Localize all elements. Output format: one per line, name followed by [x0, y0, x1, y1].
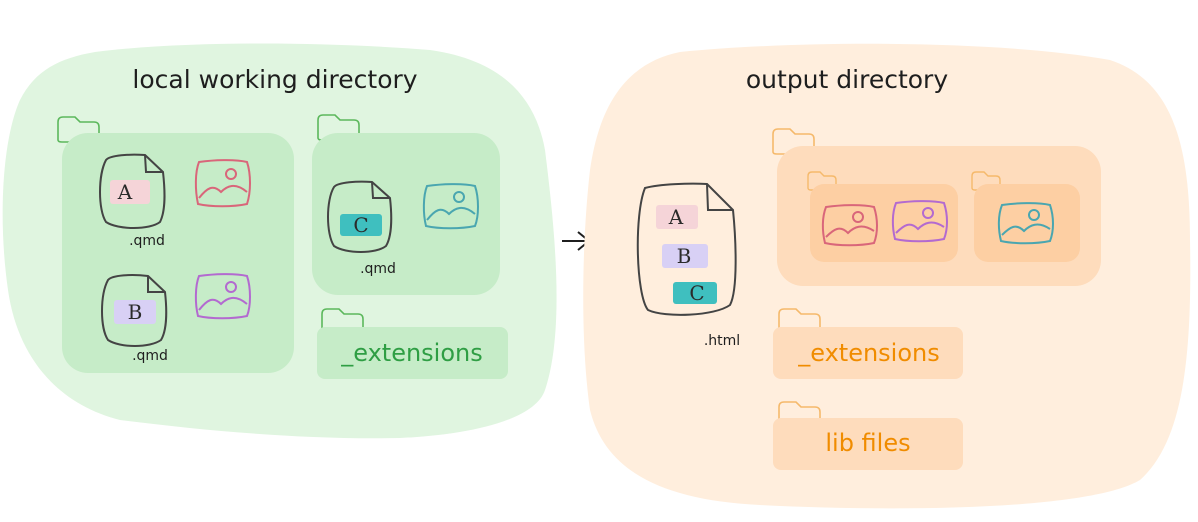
- output-directory-title: output directory: [746, 65, 948, 94]
- letter-box-a: [656, 205, 698, 229]
- inner-folder-panel: [810, 184, 958, 262]
- lib-files-label: lib files: [825, 429, 910, 457]
- image-icon: [891, 200, 948, 243]
- letter-a: A: [117, 180, 133, 204]
- letter-box-c: [340, 214, 382, 236]
- extensions-label: _extensions: [797, 339, 940, 367]
- letter-b: B: [677, 244, 692, 268]
- qmd-file-b: B: [101, 274, 168, 347]
- image-icon: [821, 204, 878, 247]
- letter-box-a: [110, 180, 150, 204]
- letter-b: B: [128, 300, 143, 324]
- letter-box-b: [114, 300, 156, 324]
- qmd-file-c: C: [327, 180, 393, 253]
- letter-box-b: [662, 244, 708, 268]
- lib-files-panel: [773, 418, 963, 470]
- letter-box-c: [673, 282, 717, 304]
- file-ext-label: .qmd: [132, 348, 168, 364]
- folder-panel: [312, 133, 500, 295]
- qmd-file-a: A: [99, 153, 166, 229]
- folder-icon: [57, 116, 100, 143]
- file-ext-label: .html: [704, 333, 740, 349]
- letter-c: C: [353, 213, 368, 237]
- folder-panel: [62, 133, 294, 373]
- extensions-panel: [773, 327, 963, 379]
- letter-c: C: [689, 281, 704, 305]
- image-icon: [422, 183, 479, 230]
- folder-icon: [971, 171, 1001, 191]
- file-ext-label: .qmd: [129, 233, 165, 249]
- html-file: A B C: [636, 182, 737, 316]
- folder-icon: [807, 171, 837, 191]
- letter-a: A: [668, 205, 684, 229]
- local-directory-title: local working directory: [132, 65, 417, 94]
- file-ext-label: .qmd: [360, 261, 396, 277]
- extensions-label: _extensions: [340, 339, 483, 367]
- extensions-panel: [317, 327, 508, 379]
- image-icon: [194, 159, 251, 208]
- image-icon: [997, 202, 1054, 245]
- inner-folder-panel: [974, 184, 1080, 262]
- image-icon: [194, 273, 251, 320]
- folder-icon: [772, 128, 815, 155]
